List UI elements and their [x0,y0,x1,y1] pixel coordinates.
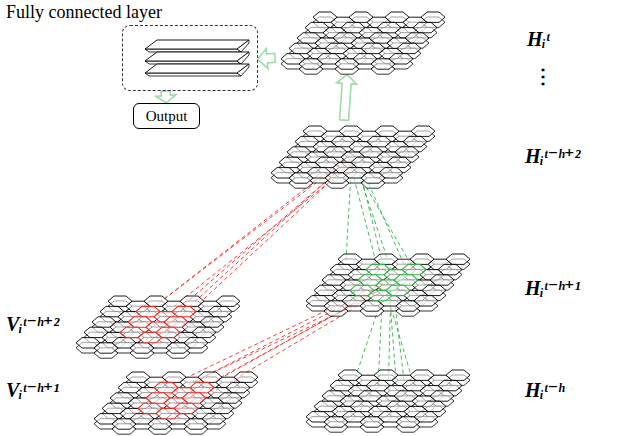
ellipsis-mark: ⋮ [533,64,553,88]
hex-grid-layer: Vᵢᵗ⁻ʰ⁺¹ [88,366,260,436]
hex-grid-layer: Hᵢᵗ⁻ʰ⁺¹ [300,248,472,318]
hex-grid-layer: Vᵢᵗ⁻ʰ⁺² [70,290,242,360]
layer-symbol: Hᵢᵗ⁻ʰ⁺¹ [525,276,581,300]
hex-grid-layer: Hᵢᵗ⁻ʰ [300,364,472,434]
layer-slab [94,377,258,434]
hex-grid [300,364,472,434]
hex-grid [275,6,447,76]
layer-slab [271,131,435,188]
hex-grid [265,120,437,190]
hex-grid [88,366,260,436]
dashed-connection [132,283,393,413]
hex-grid [70,290,242,360]
output-box: Output [133,103,200,129]
dashed-connection [114,155,358,337]
layer-slab [281,17,445,74]
block-heading: Fully connected layer [6,2,162,23]
layer-slab [76,301,240,358]
box-label: Output [146,108,188,125]
block-arrow [156,91,176,103]
layer-symbol: Vᵢᵗ⁻ʰ⁺² [6,312,59,336]
layer-slab [306,259,470,316]
layer-symbol: Hᵢᵗ⁻ʰ⁺² [525,144,581,168]
dense-plates [123,26,257,90]
fully-connected-block: Fully connected layer [122,25,258,91]
hex-cells [76,296,240,353]
layer-symbol: Vᵢᵗ⁻ʰ⁺¹ [6,378,59,402]
hex-grid-layer: Hᵢᵗ⁻ʰ⁺² [265,120,437,190]
layer-symbol: Hᵢᵗ⁻ʰ [525,378,564,402]
block-arrow [337,75,357,121]
hex-cells [306,370,470,427]
hex-grid-layer: Hᵢᵗ [275,6,447,76]
hex-cells [271,126,435,183]
layer-symbol: Hᵢᵗ [527,28,550,51]
hex-cells [306,254,470,311]
hex-grid [300,248,472,318]
layer-slab [306,375,470,432]
hex-cells [281,12,445,69]
block-arrow [258,49,275,69]
hex-cells [94,372,258,429]
